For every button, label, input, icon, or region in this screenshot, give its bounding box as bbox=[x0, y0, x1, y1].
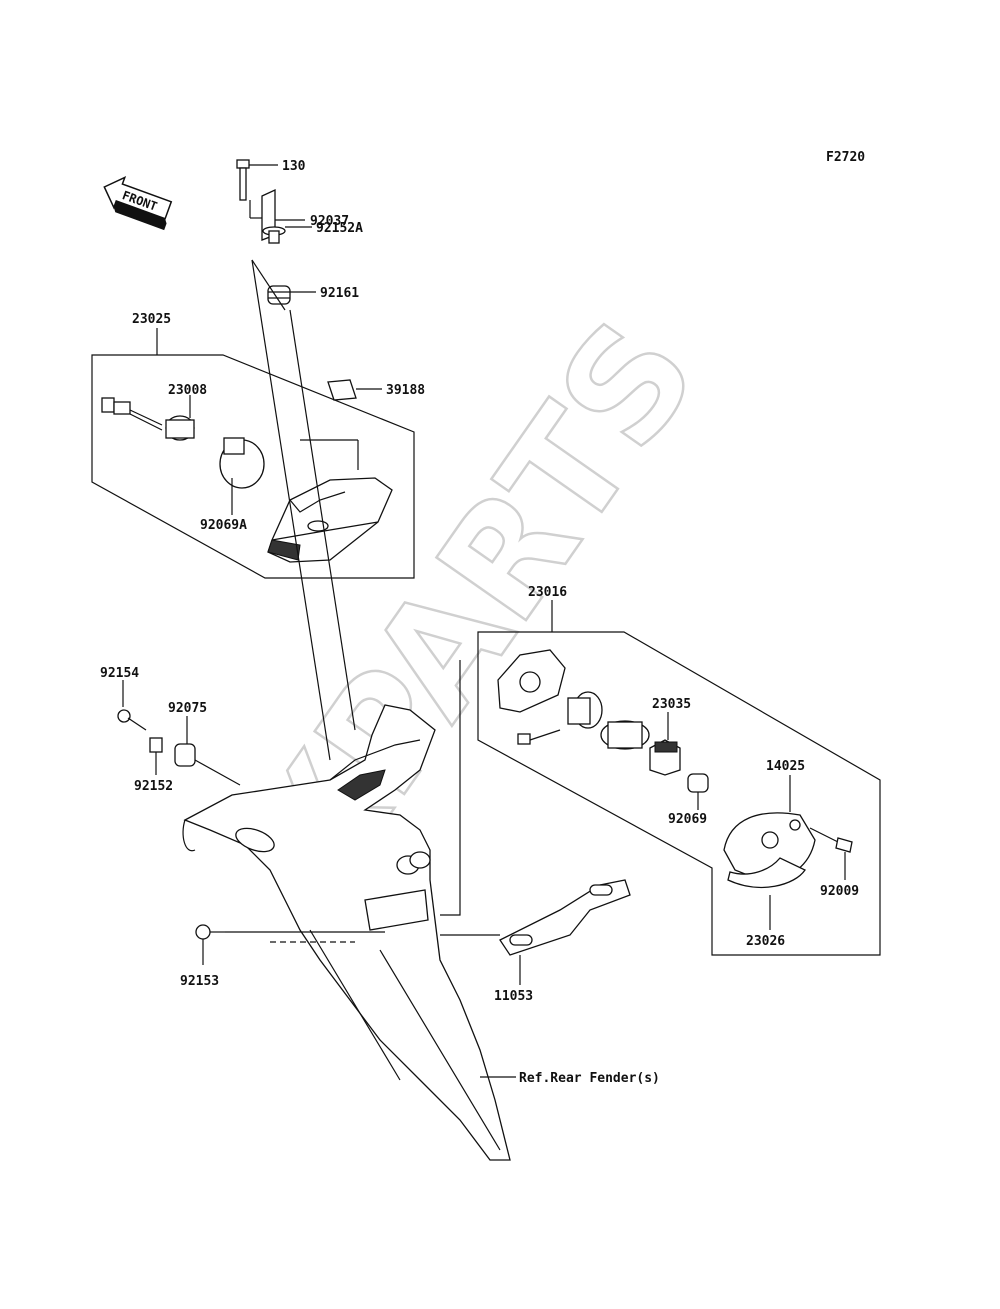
tail-light-lens bbox=[267, 477, 393, 563]
assembly-box-23016 bbox=[477, 631, 881, 956]
cover-23026 bbox=[727, 857, 806, 930]
inner-box-23016 bbox=[440, 660, 461, 916]
part-label-130: 130 bbox=[282, 159, 306, 174]
license-light-housing bbox=[497, 649, 603, 745]
ref-rear-fender-label: Ref.Rear Fender(s) bbox=[519, 1071, 660, 1086]
part-label-92075: 92075 bbox=[168, 701, 207, 716]
lens-14025 bbox=[723, 775, 816, 881]
bolt-130 bbox=[236, 159, 278, 201]
part-label-92037: 92037 bbox=[310, 214, 349, 229]
label-sticker-39188 bbox=[327, 379, 382, 401]
part-label-23008: 23008 bbox=[168, 383, 207, 398]
collar-92152 bbox=[149, 737, 163, 775]
part-label-23016: 23016 bbox=[528, 585, 567, 600]
part-label-92009: 92009 bbox=[820, 884, 859, 899]
license-bracket-11053 bbox=[440, 879, 631, 985]
part-label-92153: 92153 bbox=[180, 974, 219, 989]
grommet-92161 bbox=[267, 285, 316, 305]
part-label-11053: 11053 bbox=[494, 989, 533, 1004]
figure-code: F2720 bbox=[826, 150, 865, 165]
part-label-23025: 23025 bbox=[132, 312, 171, 327]
bolt-92153 bbox=[195, 924, 385, 965]
part-label-14025: 14025 bbox=[766, 759, 805, 774]
assembly-box-23025 bbox=[91, 354, 415, 579]
grommet-92075 bbox=[174, 716, 241, 786]
part-label-23035: 23035 bbox=[652, 697, 691, 712]
part-label-92154: 92154 bbox=[100, 666, 139, 681]
part-label-92152A: 92152A bbox=[316, 221, 363, 236]
bolt-92154 bbox=[117, 680, 147, 731]
part-label-92069A: 92069A bbox=[200, 518, 247, 533]
bulb-92069A bbox=[219, 437, 265, 515]
socket-23008 bbox=[101, 395, 195, 441]
part-label-39188: 39188 bbox=[386, 383, 425, 398]
screw-92009 bbox=[809, 827, 853, 880]
collar-92152A bbox=[262, 226, 312, 244]
part-label-92069: 92069 bbox=[668, 812, 707, 827]
front-arrow-icon: FRONT bbox=[103, 175, 173, 231]
part-label-92152: 92152 bbox=[134, 779, 173, 794]
part-label-23026: 23026 bbox=[746, 934, 785, 949]
socket-23035 bbox=[600, 712, 681, 776]
bulb-92069 bbox=[687, 773, 709, 810]
part-label-92161: 92161 bbox=[320, 286, 359, 301]
